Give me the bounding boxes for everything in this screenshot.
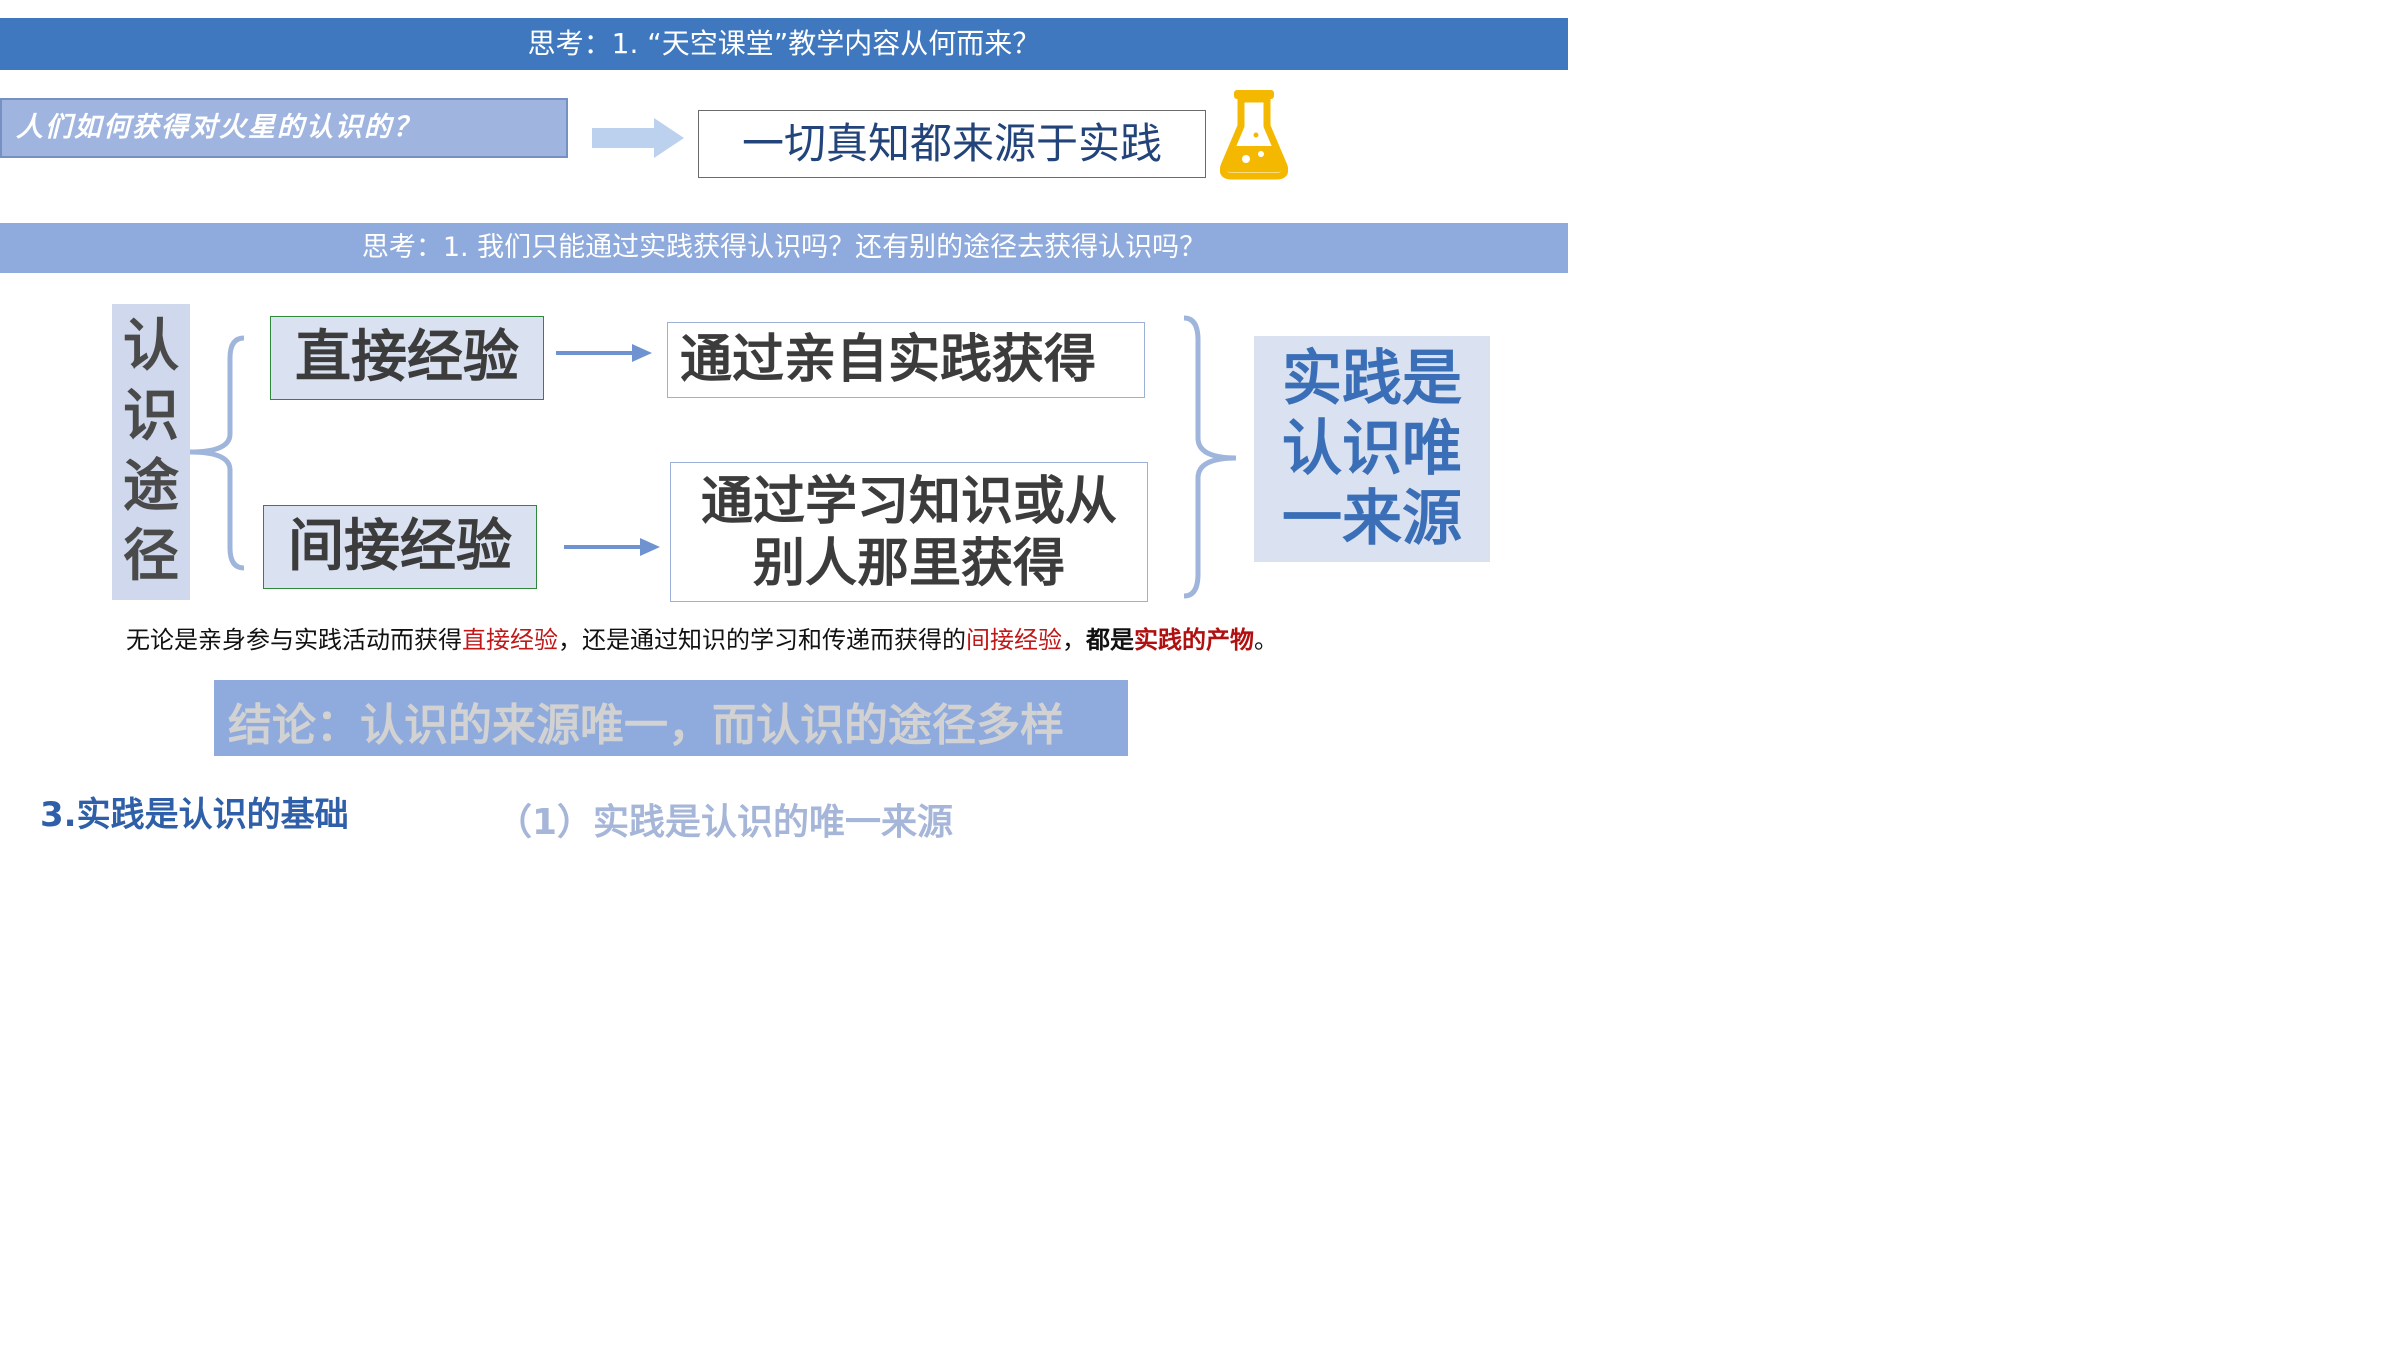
section-heading: 3.实践是认识的基础: [40, 795, 349, 835]
result-line: 通过学习知识或从: [700, 472, 1117, 532]
summary-sentence: 无论是亲身参与实践活动而获得直接经验，还是通过知识的学习和传递而获得的间接经验，…: [126, 622, 1426, 658]
summary-text: ，: [1062, 626, 1086, 654]
summary-highlight: 直接经验: [462, 626, 558, 654]
vertical-char: 途: [123, 454, 179, 519]
arrow-right-icon: [564, 538, 660, 556]
summary-highlight: 间接经验: [966, 626, 1062, 654]
arrow-right-icon: [556, 344, 652, 362]
left-brace-icon: [189, 335, 245, 571]
result-line: 别人那里获得: [752, 534, 1065, 594]
summary-bold-highlight: 实践的产物: [1134, 626, 1254, 654]
vertical-char: 认: [123, 314, 179, 379]
conclusion-line: 一来源: [1282, 484, 1462, 554]
direct-experience-box: 直接经验: [270, 316, 544, 400]
summary-bold: 都是: [1086, 626, 1134, 654]
top-question-banner: 思考：1. “天空课堂”教学内容从何而来？: [0, 18, 1568, 70]
answer-box: 一切真知都来源于实践: [698, 110, 1206, 178]
conclusion-line: 实践是: [1282, 344, 1462, 414]
conclusion-box: 结论：认识的来源唯一，而认识的途径多样: [214, 680, 1128, 756]
summary-text: 。: [1254, 626, 1278, 654]
indirect-result-box: 通过学习知识或从 别人那里获得: [670, 462, 1148, 602]
cognition-path-label: 认 识 途 径: [112, 304, 190, 600]
practice-only-source-box: 实践是 认识唯 一来源: [1254, 336, 1490, 562]
mars-question-box: 人们如何获得对火星的认识的？: [0, 98, 568, 158]
direct-result-box: 通过亲自实践获得: [667, 322, 1145, 398]
conclusion-line: 认识唯: [1282, 414, 1462, 484]
arrow-right-icon: [592, 118, 684, 158]
subsection-heading: （1）实践是认识的唯一来源: [496, 802, 954, 843]
vertical-char: 识: [123, 384, 179, 449]
second-question-banner: 思考：1. 我们只能通过实践获得认识吗？还有别的途径去获得认识吗？: [0, 223, 1568, 273]
right-brace-icon: [1183, 315, 1237, 599]
indirect-experience-box: 间接经验: [263, 505, 537, 589]
summary-text: 无论是亲身参与实践活动而获得: [126, 626, 462, 654]
summary-text: ，还是通过知识的学习和传递而获得的: [558, 626, 966, 654]
flask-icon: [1220, 90, 1288, 180]
vertical-char: 径: [123, 524, 179, 589]
